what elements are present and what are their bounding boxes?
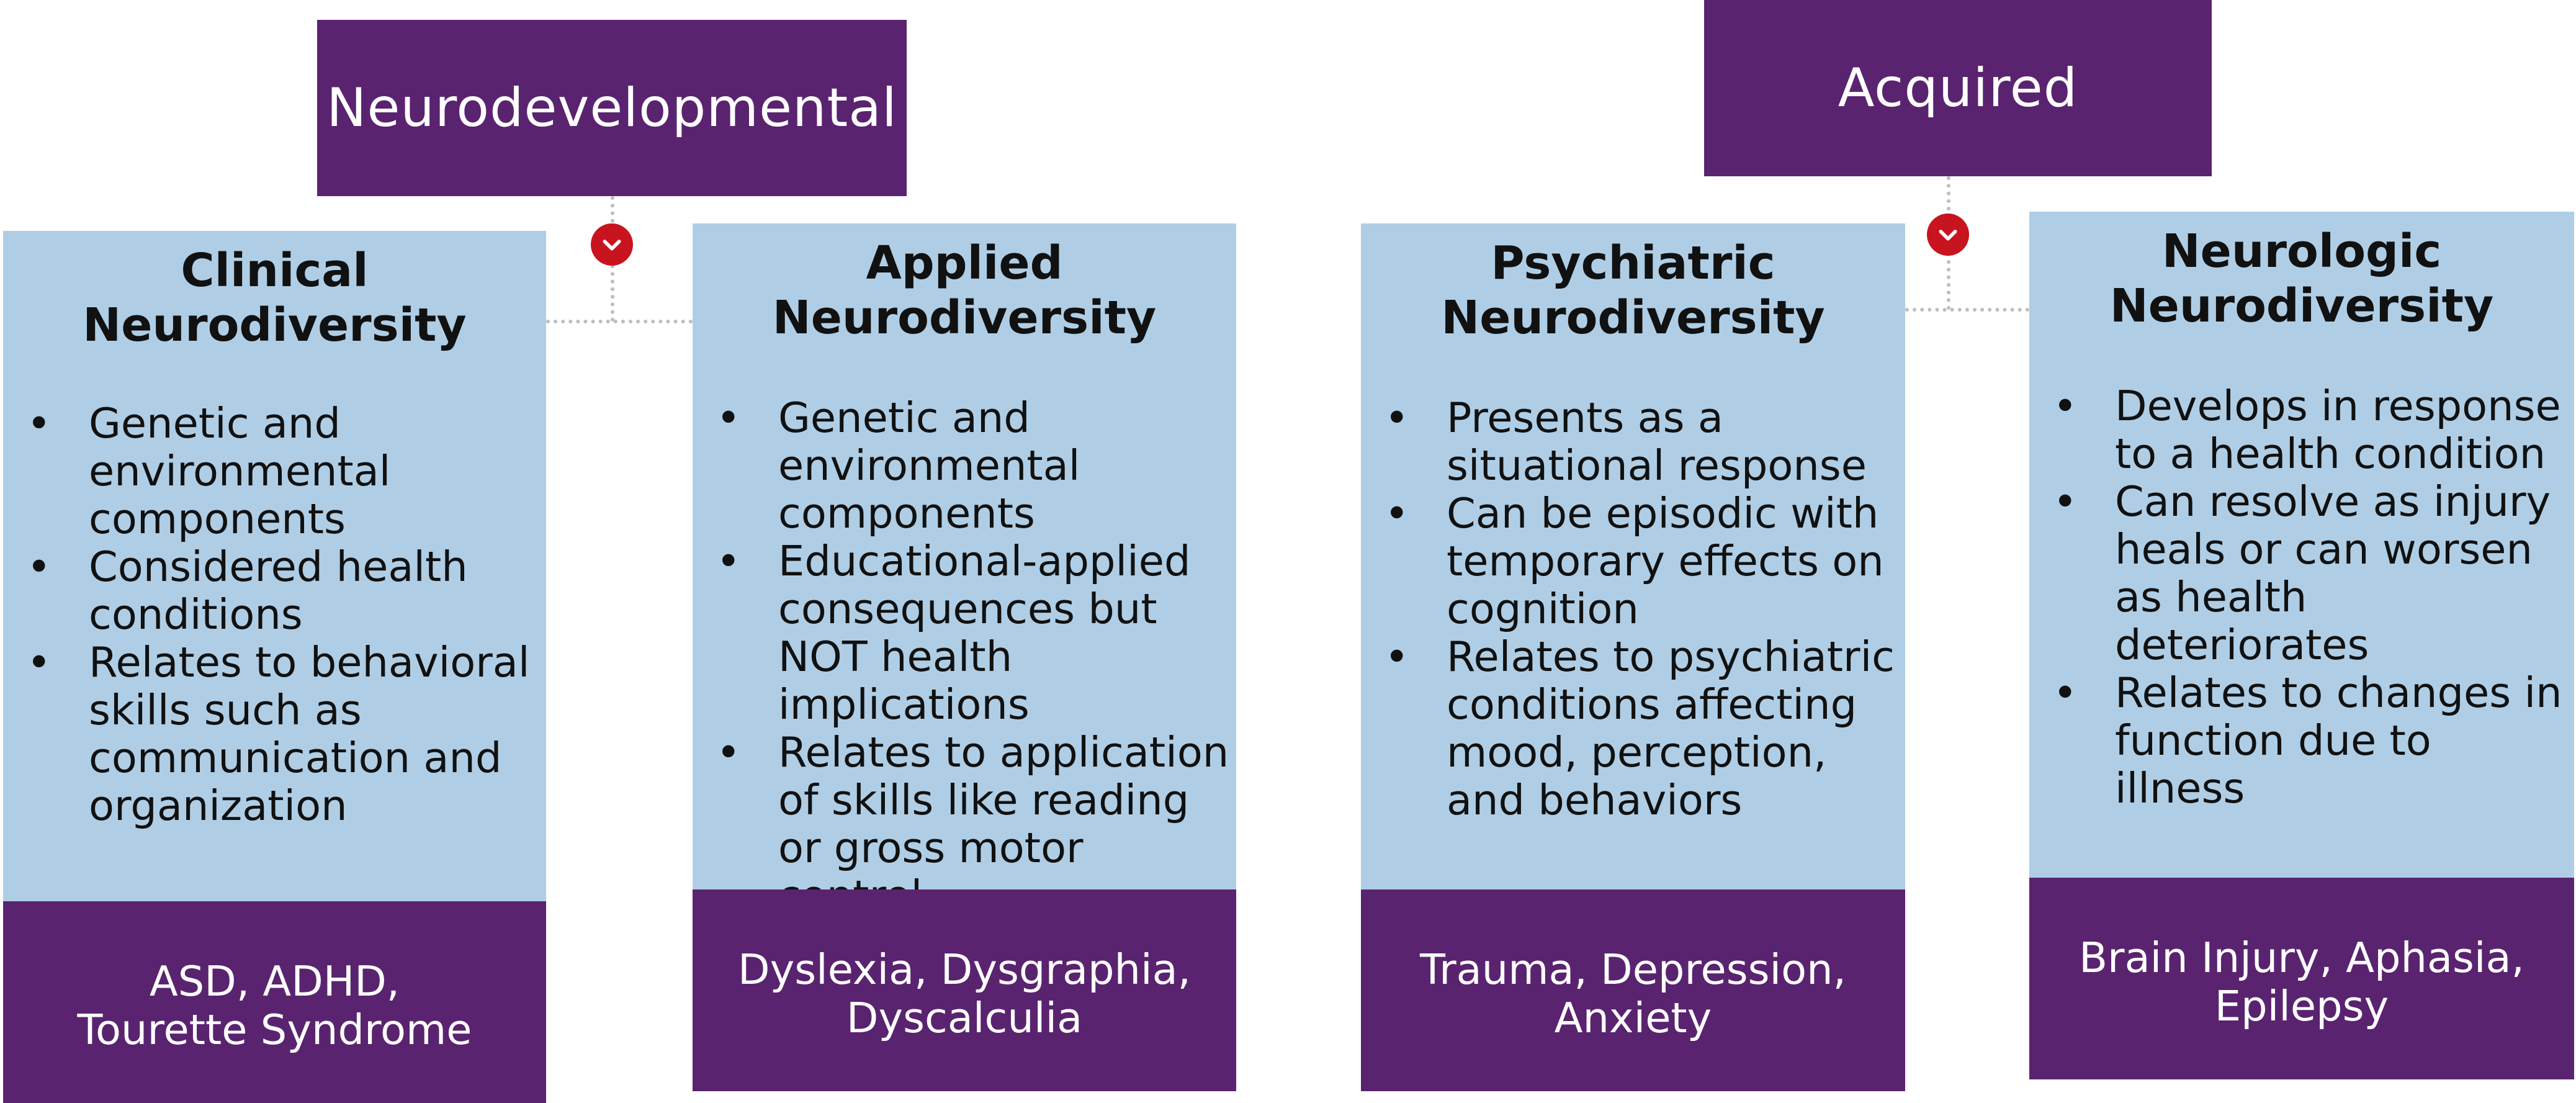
list-item: Genetic and environmental components bbox=[27, 400, 540, 543]
list-item: Relates to changes in function due to il… bbox=[2053, 669, 2568, 813]
connector-horizontal bbox=[546, 320, 693, 323]
card-bullet-list: Presents as a situational response Can b… bbox=[1361, 394, 1905, 824]
group-header-neurodevelopmental: Neurodevelopmental bbox=[317, 20, 907, 196]
list-item: Develops in response to a health conditi… bbox=[2053, 382, 2568, 478]
chevron-down-icon[interactable] bbox=[591, 223, 633, 266]
list-item: Relates to psychiatric conditions affect… bbox=[1384, 633, 1899, 824]
chevron-down-icon-glyph bbox=[1939, 230, 1957, 241]
card-bullet-list: Genetic and environmental components Con… bbox=[3, 400, 546, 830]
card-examples-applied: Dyslexia, Dysgraphia, Dyscalculia bbox=[693, 889, 1236, 1091]
card-neurologic-neurodiversity: Neurologic Neurodiversity Develops in re… bbox=[2029, 212, 2574, 878]
list-item: Can resolve as injury heals or can worse… bbox=[2053, 478, 2568, 669]
card-bullet-list: Genetic and environmental components Edu… bbox=[693, 394, 1236, 920]
group-header-acquired: Acquired bbox=[1704, 0, 2212, 176]
card-title: Psychiatric Neurodiversity bbox=[1441, 236, 1825, 344]
group-title: Neurodevelopmental bbox=[326, 77, 897, 139]
card-bullet-list: Develops in response to a health conditi… bbox=[2029, 382, 2574, 813]
connector-horizontal bbox=[1905, 308, 2029, 312]
card-applied-neurodiversity: Applied Neurodiversity Genetic and envir… bbox=[693, 223, 1236, 920]
card-examples-text: Brain Injury, Aphasia, Epilepsy bbox=[2079, 933, 2524, 1030]
card-examples-text: ASD, ADHD, Tourette Syndrome bbox=[77, 957, 472, 1054]
list-item: Presents as a situational response bbox=[1384, 394, 1899, 490]
card-title: Neurologic Neurodiversity bbox=[2109, 225, 2494, 333]
list-item: Genetic and environmental components bbox=[716, 394, 1230, 538]
card-examples-clinical: ASD, ADHD, Tourette Syndrome bbox=[3, 901, 546, 1103]
card-title: Applied Neurodiversity bbox=[772, 236, 1157, 344]
chevron-down-icon[interactable] bbox=[1927, 214, 1969, 256]
list-item: Educational-applied consequences but NOT… bbox=[716, 538, 1230, 729]
card-examples-text: Trauma, Depression, Anxiety bbox=[1420, 945, 1846, 1042]
list-item: Considered health conditions bbox=[27, 543, 540, 639]
chevron-down-icon-glyph bbox=[603, 240, 621, 251]
group-title: Acquired bbox=[1838, 57, 2078, 119]
card-examples-text: Dyslexia, Dysgraphia, Dyscalculia bbox=[738, 945, 1191, 1042]
card-examples-neurologic: Brain Injury, Aphasia, Epilepsy bbox=[2029, 878, 2574, 1079]
card-examples-psychiatric: Trauma, Depression, Anxiety bbox=[1361, 889, 1905, 1091]
card-clinical-neurodiversity: Clinical Neurodiversity Genetic and envi… bbox=[3, 231, 546, 901]
card-title: Clinical Neurodiversity bbox=[83, 244, 467, 352]
list-item: Relates to behavioral skills such as com… bbox=[27, 639, 540, 830]
list-item: Can be episodic with temporary effects o… bbox=[1384, 490, 1899, 633]
card-psychiatric-neurodiversity: Psychiatric Neurodiversity Presents as a… bbox=[1361, 223, 1905, 889]
